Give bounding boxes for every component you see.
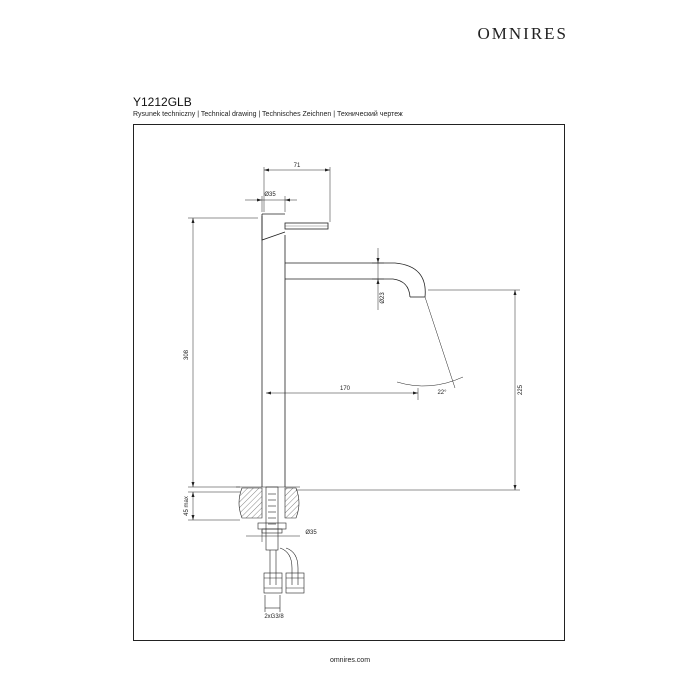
dim-total-height: 308 (184, 349, 190, 360)
dim-handle-length: 71 (294, 163, 301, 169)
dim-base-diameter: Ø35 (305, 530, 317, 536)
dim-deck-thickness: 45 max (184, 496, 190, 516)
dim-spout-reach: 170 (340, 386, 351, 392)
dim-spout-angle: 22° (437, 390, 447, 396)
mounting-hardware (257, 486, 305, 612)
brand-logo: OMNIRES (477, 24, 568, 43)
dim-spout-height: 225 (518, 384, 524, 395)
faucet-body (261, 213, 426, 487)
dimension-arrows (191, 168, 517, 520)
countertop-section (236, 486, 300, 519)
dim-connection-thread: 2xG3/8 (264, 614, 284, 620)
dim-body-diameter: Ø35 (264, 192, 276, 198)
footer-website: omnires.com (329, 657, 371, 664)
technical-drawing: 71 Ø35 308 Ø23 170 22° 225 45 max Ø35 2x… (184, 163, 524, 620)
dimension-lines (188, 167, 520, 542)
model-code: Y1212GLB (133, 95, 192, 109)
dim-spout-diameter: Ø23 (380, 292, 386, 304)
drawing-frame (133, 124, 565, 641)
drawing-subtitle: Rysunek techniczny | Technical drawing |… (133, 111, 403, 118)
